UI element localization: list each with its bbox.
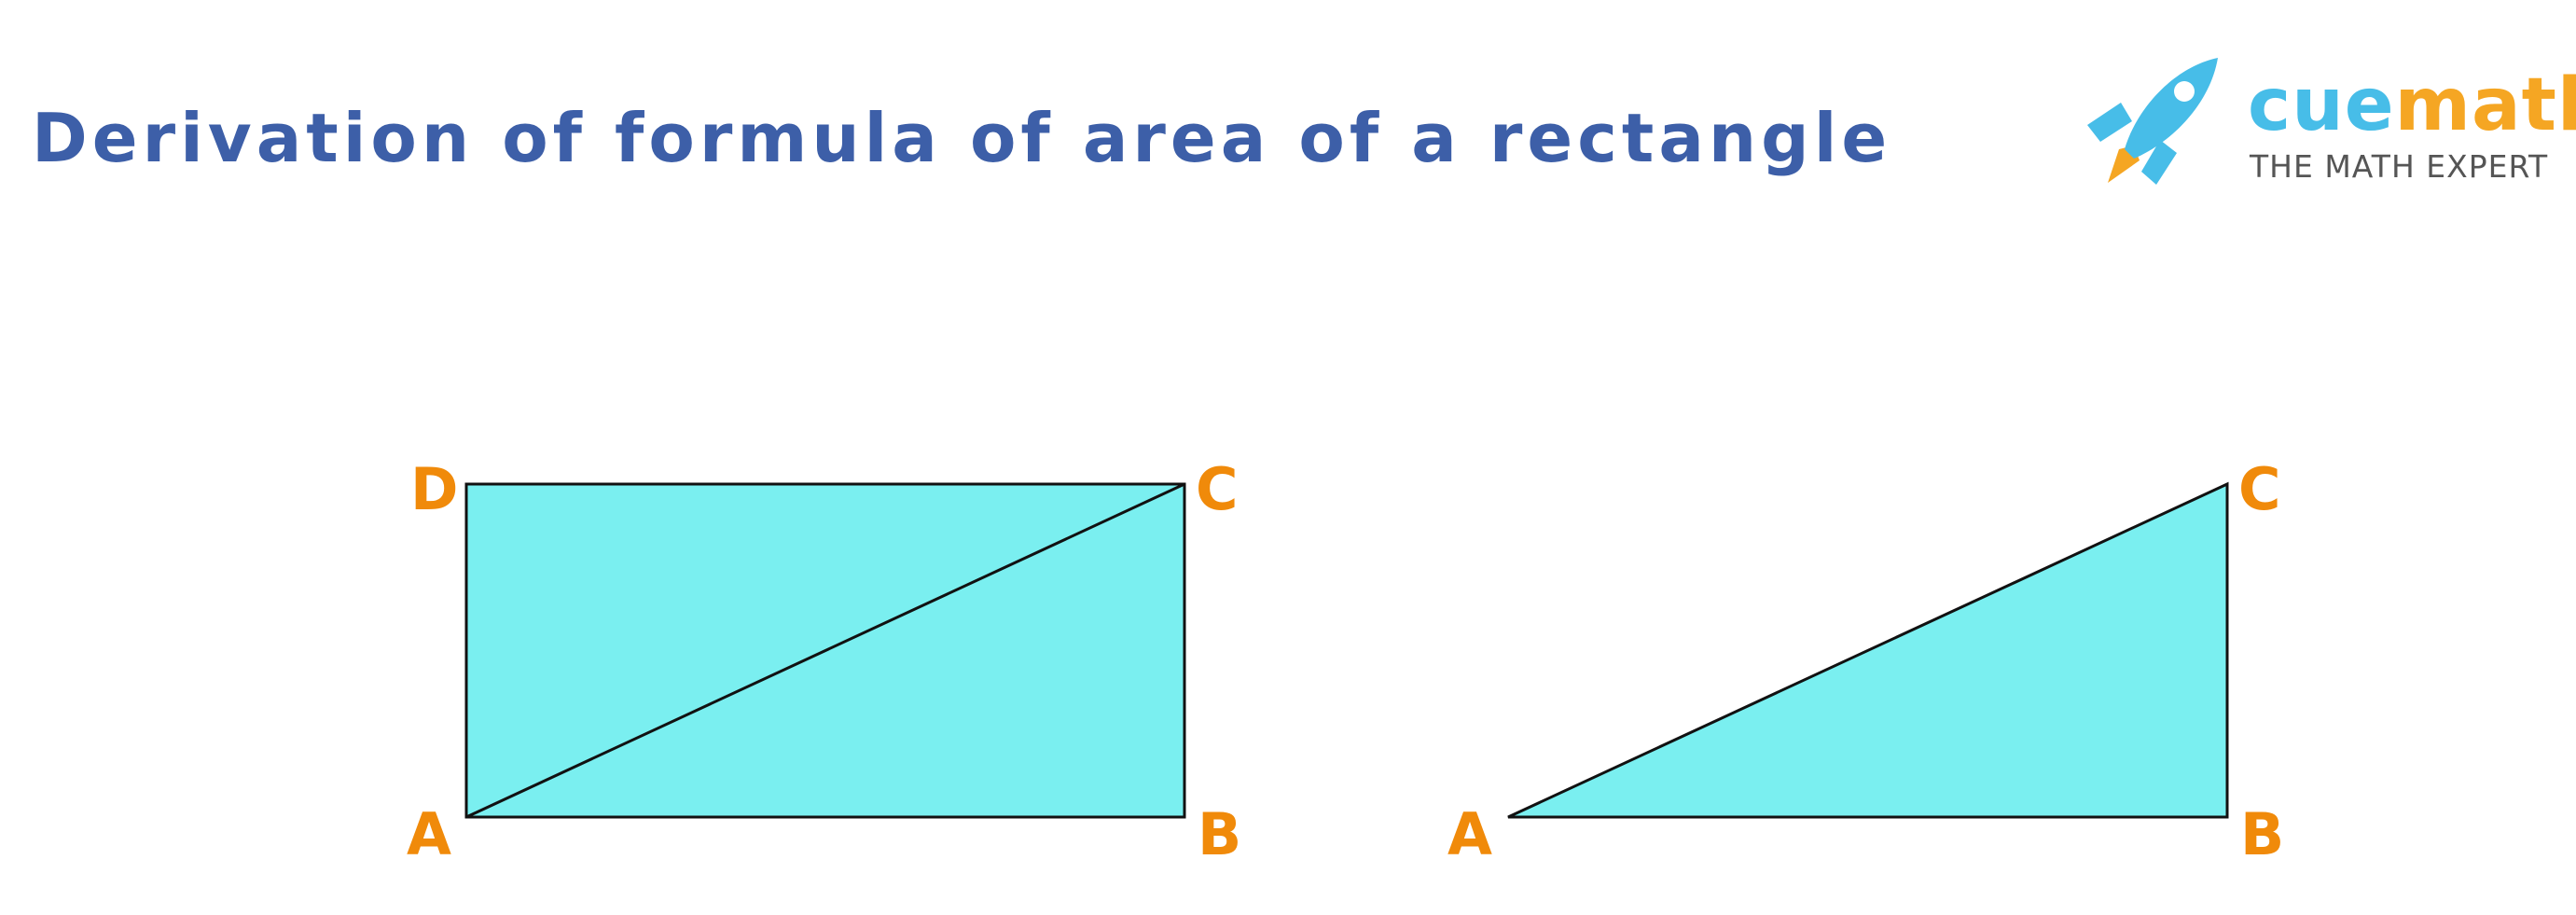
brand-tagline: THE MATH EXPERT	[2250, 148, 2549, 185]
triangle-figure: A B C	[1447, 455, 2284, 868]
rectangle-figure: D C A B	[407, 455, 1241, 868]
rocket-icon	[2087, 58, 2218, 185]
rect-vertex-label-b: B	[1198, 800, 1241, 868]
tri-vertex-label-a: A	[1447, 800, 1492, 868]
brand-name-math: math	[2394, 63, 2576, 147]
rect-vertex-label-c: C	[1196, 455, 1239, 523]
rocket-body	[2125, 58, 2218, 159]
cuemath-logo[interactable]: cuemath THE MATH EXPERT	[2080, 45, 2576, 203]
rect-vertex-label-a: A	[407, 800, 451, 868]
diagonal-ac	[465, 482, 1185, 819]
rocket-fin-left	[2087, 103, 2132, 142]
tri-vertex-label-c: C	[2238, 455, 2281, 523]
brand-name: cuemath	[2248, 69, 2576, 142]
rocket-window	[2174, 81, 2195, 102]
tri-vertex-label-b: B	[2240, 800, 2284, 868]
triangle-abc	[1507, 481, 2229, 819]
page-title: Derivation of formula of area of a recta…	[32, 99, 1892, 177]
rocket-fin-right	[2141, 140, 2177, 185]
brand-name-cue: cue	[2248, 63, 2395, 147]
rect-vertex-label-d: D	[410, 455, 458, 523]
